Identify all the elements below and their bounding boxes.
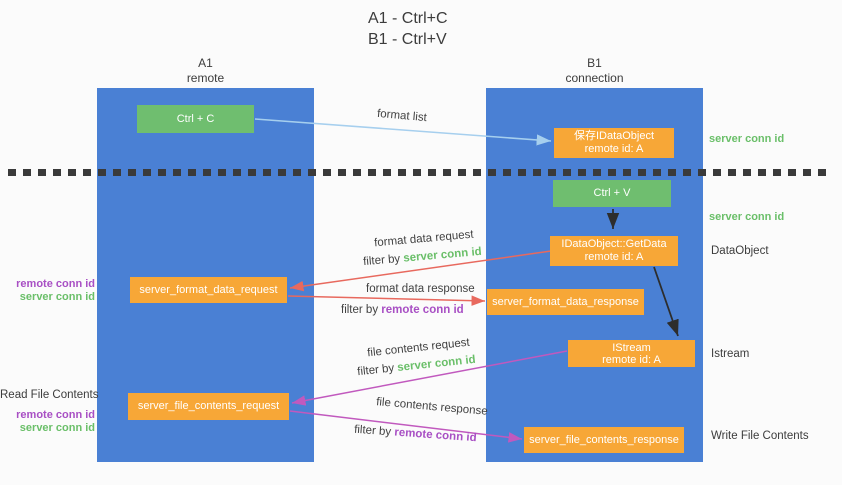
node-ctrl-c: Ctrl + C <box>137 105 254 133</box>
server-conn-id-label: server conn id <box>19 422 95 434</box>
title-line-2: B1 - Ctrl+V <box>368 31 447 48</box>
node-server-file-contents-request: server_file_contents_request <box>128 393 289 420</box>
filter-by-text: filter by <box>356 362 398 379</box>
node-save-idataobject: 保存IDataObject remote id: A <box>554 128 674 158</box>
server-conn-id-text: server conn id <box>402 245 483 265</box>
save-idataobject-line1: 保存IDataObject <box>573 130 655 142</box>
label-file-contents-response: file contents response <box>375 396 489 418</box>
remote-conn-id-text: remote conn id <box>393 426 477 445</box>
node-server-file-contents-response: server_file_contents_response <box>524 427 684 453</box>
server-file-contents-request-label: server_file_contents_request <box>137 400 280 412</box>
label-filter-by-remote-2: filter by remote conn id <box>354 424 477 445</box>
lifeline-a1-header: A1 remote <box>97 56 314 86</box>
dotted-divider <box>8 169 830 176</box>
server-format-data-response-label: server_format_data_response <box>492 295 639 308</box>
annotation-left-conn-ids-file: remote conn id server conn id <box>0 409 95 435</box>
label-format-data-response: format data response <box>366 283 475 295</box>
annotation-dataobject: DataObject <box>711 245 769 257</box>
annotation-server-conn-id-top: server conn id <box>709 133 785 145</box>
filter-by-text: filter by <box>362 252 404 269</box>
annotation-write-file-contents: Write File Contents <box>711 430 809 442</box>
annotation-read-file-contents: Read File Contents <box>0 389 99 401</box>
ctrl-c-label: Ctrl + C <box>176 112 215 125</box>
server-conn-id-text: server conn id <box>396 353 477 374</box>
label-format-data-request: format data request <box>373 228 475 250</box>
remote-conn-id-label: remote conn id <box>16 409 95 421</box>
node-istream: IStream remote id: A <box>568 340 695 367</box>
istream-line2: remote id: A <box>602 353 661 366</box>
server-format-data-request-label: server_format_data_request <box>139 283 278 296</box>
node-server-format-data-request: server_format_data_request <box>130 277 287 303</box>
annotation-server-conn-id-mid: server conn id <box>709 211 785 223</box>
filter-by-text: filter by <box>353 423 395 439</box>
getdata-line2: remote id: A <box>584 251 644 263</box>
remote-conn-id-text: remote conn id <box>381 304 464 316</box>
label-format-list: format list <box>376 107 428 125</box>
remote-conn-id-label: remote conn id <box>16 278 95 290</box>
diagram-title: A1 - Ctrl+C B1 - Ctrl+V <box>368 8 448 50</box>
istream-line1: IStream <box>612 341 651 354</box>
ctrl-v-label: Ctrl + V <box>593 187 631 199</box>
lifeline-b1-header: B1 connection <box>486 56 703 86</box>
arrow-format-data-response <box>287 295 486 306</box>
lifeline-a1-name: A1 <box>198 56 213 70</box>
label-filter-by-server-1: filter by server conn id <box>363 246 482 268</box>
server-file-contents-response-label: server_file_contents_response <box>529 433 679 446</box>
annotation-left-conn-ids-format: remote conn id server conn id <box>0 278 95 304</box>
node-ctrl-v: Ctrl + V <box>553 180 671 207</box>
lifeline-b1-role: connection <box>565 71 624 85</box>
getdata-line1: IDataObject::GetData <box>561 238 667 250</box>
label-filter-by-remote-1: filter by remote conn id <box>341 304 464 316</box>
save-idataobject-line2: remote id: A <box>584 143 644 155</box>
lifeline-a1-role: remote <box>186 71 225 85</box>
lifeline-b1-name: B1 <box>587 56 602 70</box>
filter-by-text: filter by <box>341 304 382 316</box>
title-line-1: A1 - Ctrl+C <box>368 10 448 27</box>
node-idataobject-getdata: IDataObject::GetData remote id: A <box>550 236 678 266</box>
server-conn-id-label: server conn id <box>19 291 95 303</box>
node-server-format-data-response: server_format_data_response <box>487 289 644 315</box>
annotation-istream: Istream <box>711 348 750 360</box>
